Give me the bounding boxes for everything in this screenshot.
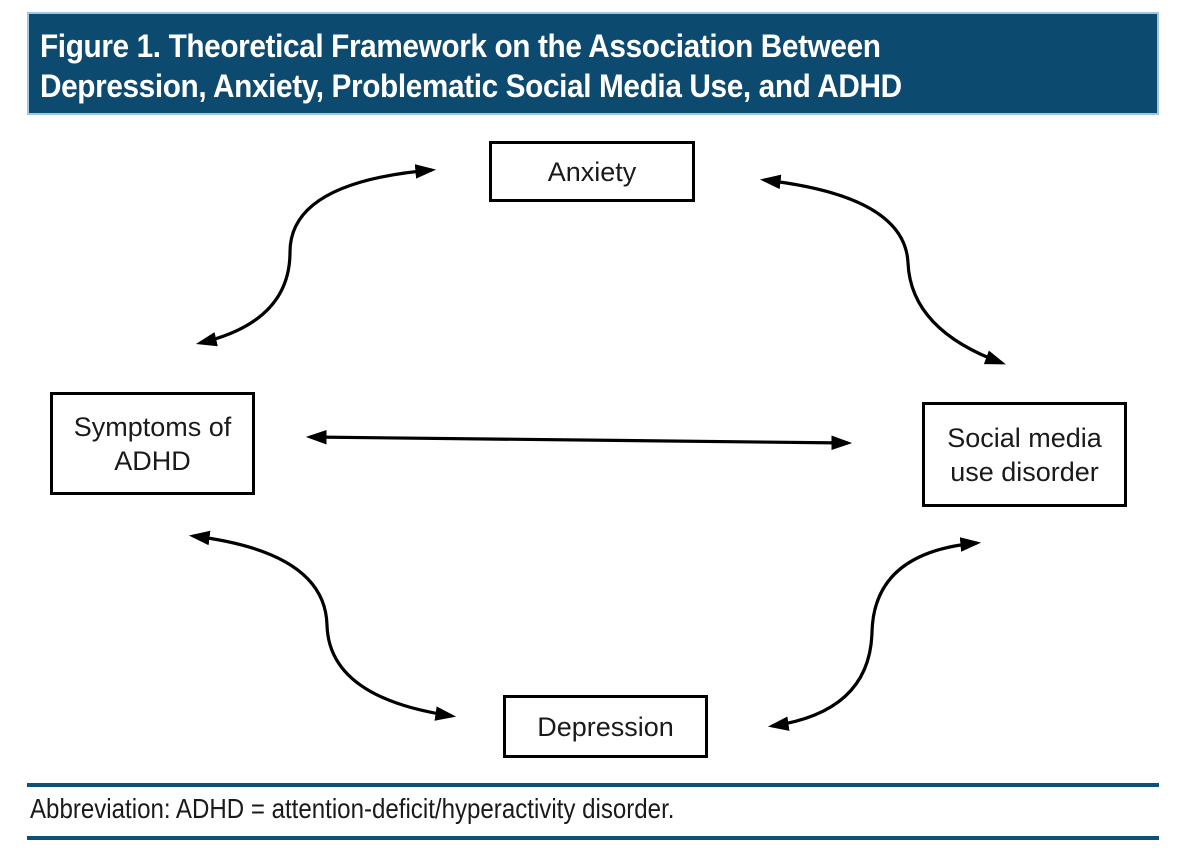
node-symptoms-of-adhd-label: Symptoms of ADHD bbox=[73, 411, 232, 476]
footer-rule-bottom bbox=[27, 836, 1159, 840]
edge-adhd-depression-arrow bbox=[188, 530, 457, 721]
node-depression: Depression bbox=[503, 695, 708, 758]
footer-rule-top bbox=[27, 783, 1159, 787]
figure-title-line-1: Figure 1. Theoretical Framework on the A… bbox=[40, 28, 881, 64]
node-depression-label: Depression bbox=[537, 711, 674, 742]
node-anxiety-label: Anxiety bbox=[547, 156, 637, 187]
node-symptoms-of-adhd: Symptoms of ADHD bbox=[50, 392, 255, 495]
edge-adhd-anxiety-arrow bbox=[195, 164, 437, 347]
node-social-media-use-disorder: Social media use disorder bbox=[922, 402, 1127, 507]
edge-depression-social-arrow bbox=[767, 537, 982, 731]
edge-anxiety-social-arrow bbox=[759, 174, 1006, 365]
edge-adhd-social-arrow bbox=[305, 429, 853, 451]
figure-title-line-2: Depression, Anxiety, Problematic Social … bbox=[40, 68, 902, 104]
abbreviation-note: Abbreviation: ADHD = attention-deficit/h… bbox=[30, 793, 675, 824]
node-anxiety: Anxiety bbox=[489, 141, 695, 202]
node-social-media-use-disorder-label: Social media use disorder bbox=[947, 422, 1102, 487]
figure-title-bar: Figure 1. Theoretical Framework on the A… bbox=[27, 12, 1159, 115]
